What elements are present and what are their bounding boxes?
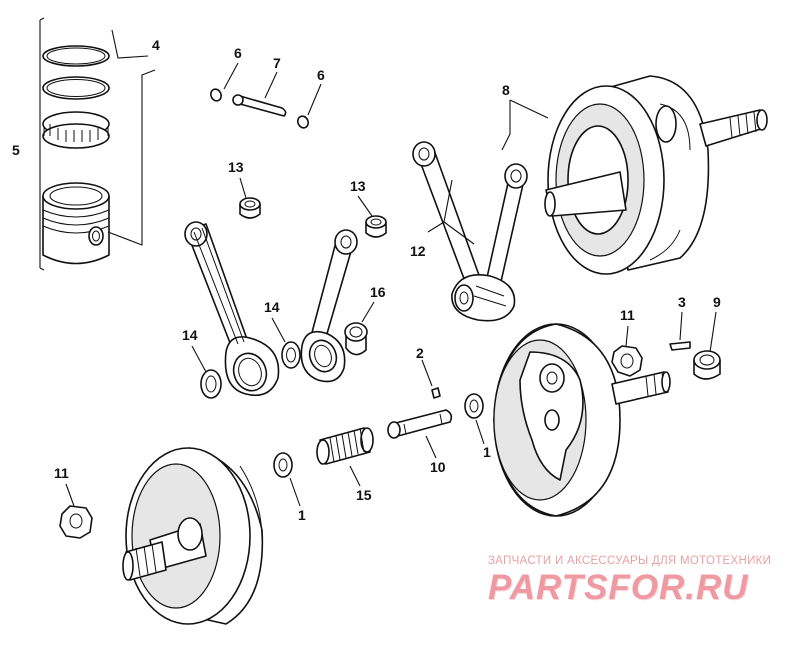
callout-1-right: 1: [483, 444, 491, 460]
callout-2: 2: [416, 345, 424, 361]
connecting-rod-left: [184, 221, 280, 397]
callout-11-left: 11: [54, 465, 69, 481]
callout-8: 8: [502, 82, 510, 98]
callout-6-left: 6: [234, 45, 242, 61]
callout-12: 12: [410, 243, 426, 259]
callout-16: 16: [370, 284, 386, 300]
small-end-bushing-right: [365, 215, 387, 238]
callout-10: 10: [430, 459, 446, 475]
connecting-rod-assembly: [412, 141, 528, 322]
callout-4: 4: [152, 37, 160, 53]
small-end-bushing-left: [239, 197, 261, 219]
bearing-race: [344, 322, 368, 356]
crankshaft-nut-left: [59, 505, 93, 539]
thrust-washer-left: [200, 369, 222, 399]
callout-1-left: 1: [298, 507, 306, 523]
callout-14-left: 14: [182, 327, 198, 343]
callout-3: 3: [678, 294, 686, 310]
watermark-caption: ЗАПЧАСТИ И АКСЕССУАРЫ ДЛЯ МОТОТЕХНИКИ: [488, 555, 772, 567]
piston-pin: [232, 94, 287, 117]
thrust-washer-lower: [273, 452, 293, 478]
circlip-right: [297, 115, 309, 129]
callout-13-right: 13: [350, 178, 366, 194]
callout-14-middle: 14: [264, 299, 280, 315]
left-flywheel-half: [122, 447, 264, 625]
callout-7: 7: [273, 55, 281, 71]
plug: [431, 387, 441, 399]
connecting-rod-middle: [300, 229, 358, 383]
watermark-logo: PARTSFOR.RU: [488, 568, 749, 607]
callout-5: 5: [12, 142, 20, 158]
needle-bearing: [316, 427, 374, 465]
bushing: [693, 350, 721, 380]
circlip-left: [210, 88, 222, 102]
woodruff-key: [669, 341, 691, 351]
thrust-washer-right: [464, 393, 484, 419]
thrust-washer-middle: [281, 341, 301, 369]
callout-9: 9: [713, 294, 721, 310]
right-flywheel-half: [493, 323, 671, 517]
crankshaft-nut-right: [611, 345, 643, 377]
callout-13-left: 13: [228, 159, 244, 175]
callout-6-right: 6: [317, 67, 325, 83]
piston-rings: [42, 45, 110, 149]
flywheel-assembly: [544, 75, 768, 275]
crank-pin: [387, 409, 453, 439]
piston: [42, 182, 110, 265]
callout-11-right: 11: [620, 307, 635, 323]
callout-15: 15: [356, 487, 372, 503]
